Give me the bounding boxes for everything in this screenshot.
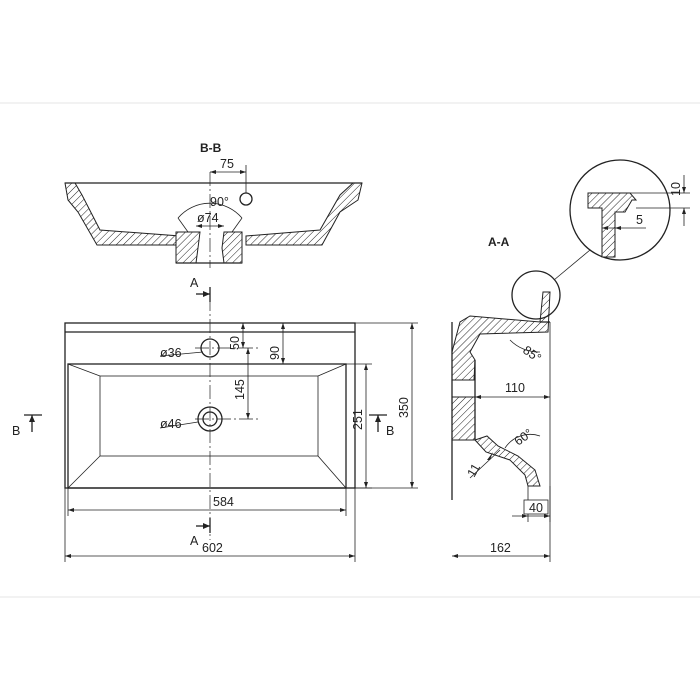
drain-hole-inner <box>202 411 218 427</box>
dim-overall-width: 602 <box>202 541 223 555</box>
section-aa-profile-lower <box>474 435 541 487</box>
detail-circle <box>569 159 671 261</box>
section-bb-drain-outlet-right <box>221 231 243 264</box>
drain-hole-outer <box>197 406 223 432</box>
dim-front-lip: 40 <box>529 501 543 515</box>
dim-wall-thickness: 11 <box>464 461 483 479</box>
dim-drain-dia: ø46 <box>160 417 182 431</box>
section-bb-view: B-B 75 90° ø74 <box>64 141 363 268</box>
dim-back-angle: 85° <box>520 343 544 365</box>
dim-profile-depth: 110 <box>505 381 525 395</box>
section-bb-title: B-B <box>200 141 222 155</box>
dim-front-angle: 60° <box>512 426 536 448</box>
dim-tap-angle: 90° <box>210 195 229 209</box>
detail-rim-section <box>587 192 638 258</box>
tap-hole-section <box>239 192 253 206</box>
section-bb-right-wall <box>245 182 363 246</box>
dim-tap-to-drain: 145 <box>233 379 247 400</box>
cut-marker-a-bottom: A <box>190 534 199 548</box>
section-aa-view: A-A 85° 110 60° 11 40 162 <box>451 235 591 562</box>
dim-tap-hole-dia: ø36 <box>160 346 182 360</box>
plan-view: ø36 ø46 50 90 145 251 350 <box>12 276 418 562</box>
dim-detail-top: 10 <box>669 182 683 196</box>
dim-detail-side: 5 <box>636 213 643 227</box>
section-bb-left-wall <box>64 182 181 246</box>
dim-overall-depth: 350 <box>397 397 411 418</box>
dim-tap-hole-offset: 75 <box>220 157 234 171</box>
cut-marker-b-right: B <box>386 424 394 438</box>
tap-hole <box>200 338 220 358</box>
section-bb-drain-outlet <box>175 231 201 264</box>
bowl-floor <box>99 375 319 457</box>
dim-drain-dia-section: ø74 <box>197 211 219 225</box>
dim-tap-to-back: 50 <box>228 336 242 350</box>
section-aa-title: A-A <box>488 235 510 249</box>
detail-marker-circle <box>511 270 561 320</box>
dim-bowl-length: 584 <box>213 495 234 509</box>
bowl-outline <box>67 363 347 489</box>
section-aa-profile-upper <box>451 291 551 381</box>
dim-rim-depth: 90 <box>268 346 282 360</box>
detail-view: 10 5 <box>569 159 690 261</box>
dim-overall-height: 162 <box>490 541 511 555</box>
dim-bowl-depth: 251 <box>351 409 365 430</box>
cut-marker-b-left: B <box>12 424 20 438</box>
section-aa-profile-mid <box>451 396 476 441</box>
cut-marker-a-top: A <box>190 276 199 290</box>
